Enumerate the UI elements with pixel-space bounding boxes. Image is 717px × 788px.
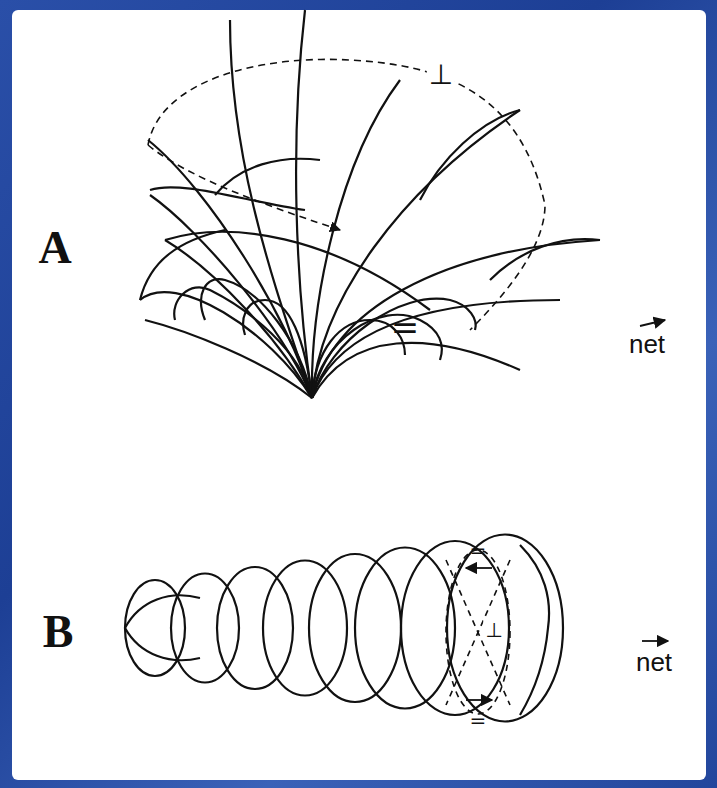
direction-label: net bbox=[636, 649, 672, 675]
parallel-symbol: = bbox=[391, 310, 420, 344]
perpendicular-symbol: ⊥ bbox=[427, 61, 455, 89]
panel-letter: A bbox=[38, 225, 71, 271]
parallel-symbol: = bbox=[470, 710, 487, 730]
perpendicular-symbol: ⊥ bbox=[483, 620, 504, 640]
parallel-symbol: = bbox=[470, 540, 487, 560]
white-panel bbox=[12, 10, 706, 780]
direction-label: net bbox=[629, 331, 665, 357]
panel-letter: B bbox=[43, 609, 74, 655]
